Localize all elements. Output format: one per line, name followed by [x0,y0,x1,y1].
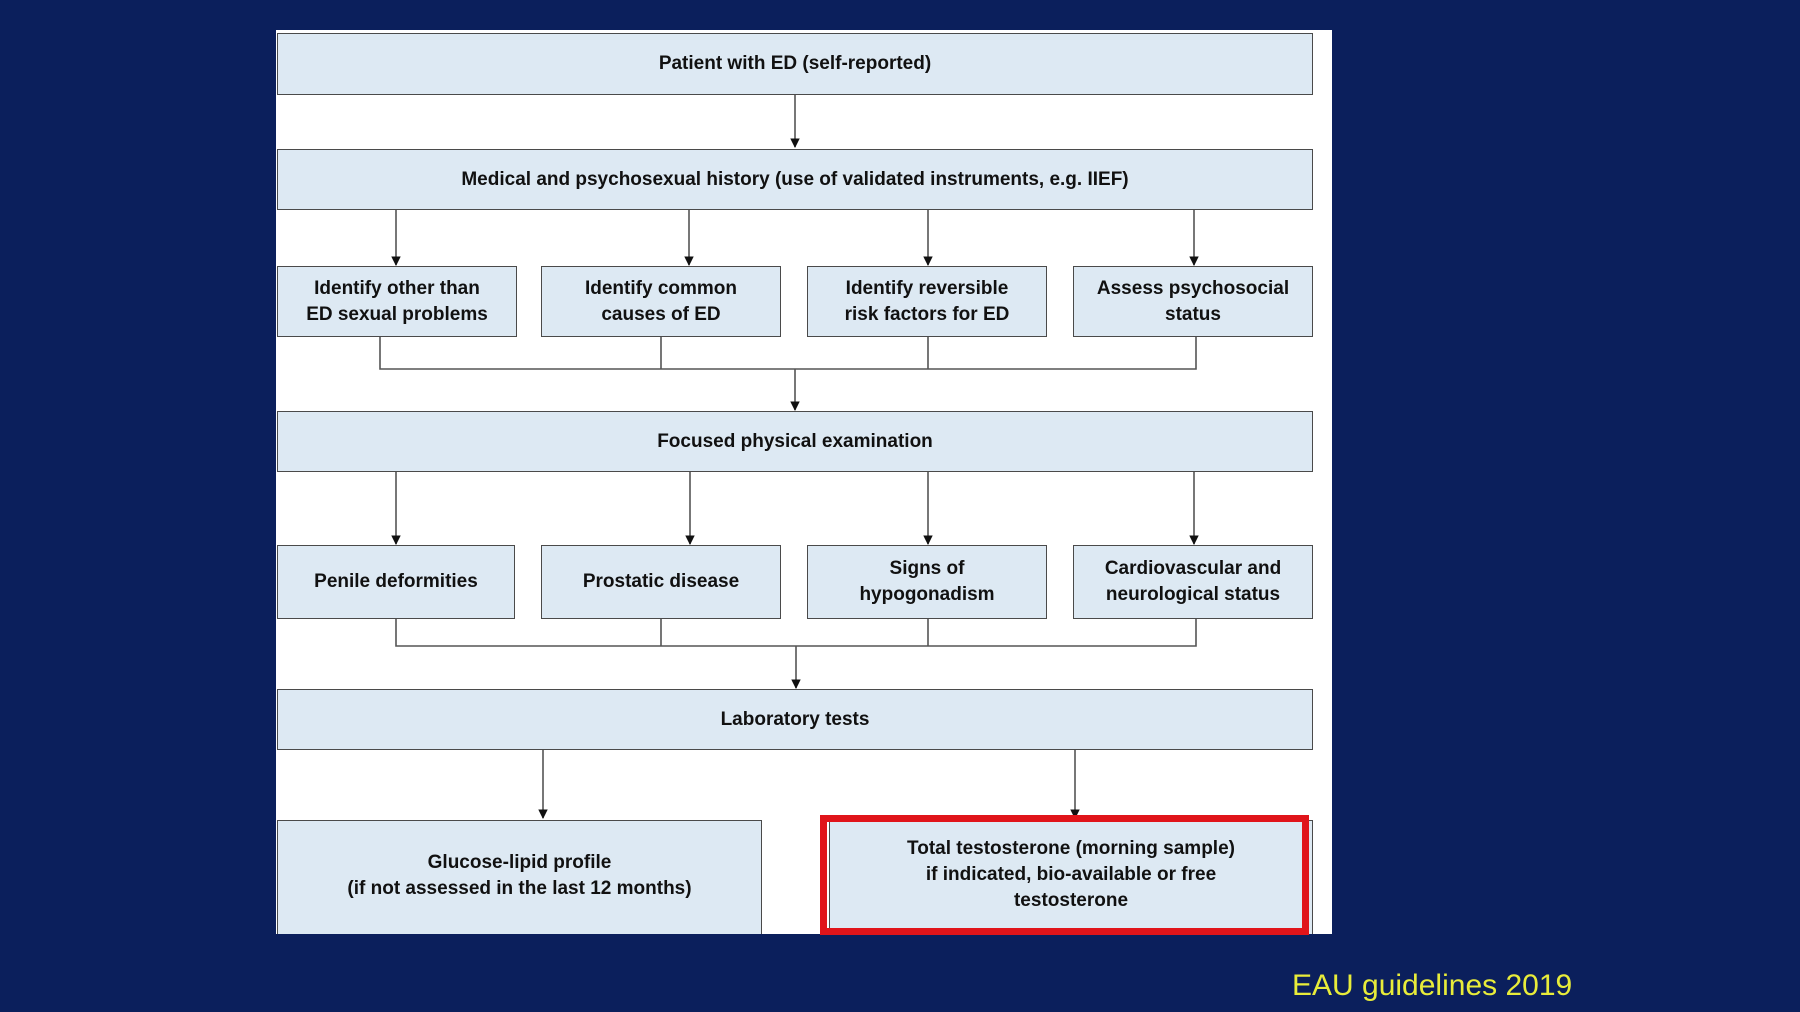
box-patient-with-ed-label: Patient with ED (self-reported) [658,53,932,74]
box-other-sexual-problems: Identify other than ED sexual problems [277,266,517,337]
box-psychosocial-status: Assess psychosocial status [1073,266,1313,337]
box-reversible-risk-factors-label: Identify reversible risk factors for ED [844,277,1010,325]
box-reversible-risk-factors: Identify reversible risk factors for ED [807,266,1047,337]
flowchart-panel: Patient with ED (self-reported) Medical … [276,30,1332,934]
box-glucose-lipid-profile: Glucose-lipid profile (if not assessed i… [277,820,762,934]
box-total-testosterone: Total testosterone (morning sample) if i… [829,820,1313,934]
source-citation: EAU guidelines 2019 [1292,969,1573,1002]
merge-line-exam-branches [395,619,1197,647]
box-medical-history: Medical and psychosexual history (use of… [277,149,1313,210]
box-medical-history-label: Medical and psychosexual history (use of… [461,168,1129,190]
box-cardiovascular-status: Cardiovascular and neurological status [1073,545,1313,619]
box-hypogonadism-label: Signs of hypogonadism [859,558,995,605]
box-laboratory-tests-label: Laboratory tests [720,708,870,730]
box-hypogonadism: Signs of hypogonadism [807,545,1047,619]
merge-line-history-branches [379,337,1197,370]
box-cardiovascular-status-label: Cardiovascular and neurological status [1104,558,1282,605]
box-penile-deformities-label: Penile deformities [314,571,478,592]
box-prostatic-disease-label: Prostatic disease [582,571,740,592]
box-common-causes: Identify common causes of ED [541,266,781,337]
box-penile-deformities: Penile deformities [277,545,515,619]
box-glucose-lipid-profile-label: Glucose-lipid profile (if not assessed i… [347,852,692,899]
box-prostatic-disease: Prostatic disease [541,545,781,619]
box-physical-examination-label: Focused physical examination [657,430,933,452]
box-total-testosterone-label: Total testosterone (morning sample) if i… [907,838,1235,911]
box-psychosocial-status-label: Assess psychosocial status [1096,277,1290,325]
box-patient-with-ed: Patient with ED (self-reported) [277,33,1313,95]
box-other-sexual-problems-label: Identify other than ED sexual problems [306,277,488,325]
box-physical-examination: Focused physical examination [277,411,1313,472]
box-laboratory-tests: Laboratory tests [277,689,1313,750]
box-common-causes-label: Identify common causes of ED [584,277,737,325]
connector-lines [379,95,1199,819]
